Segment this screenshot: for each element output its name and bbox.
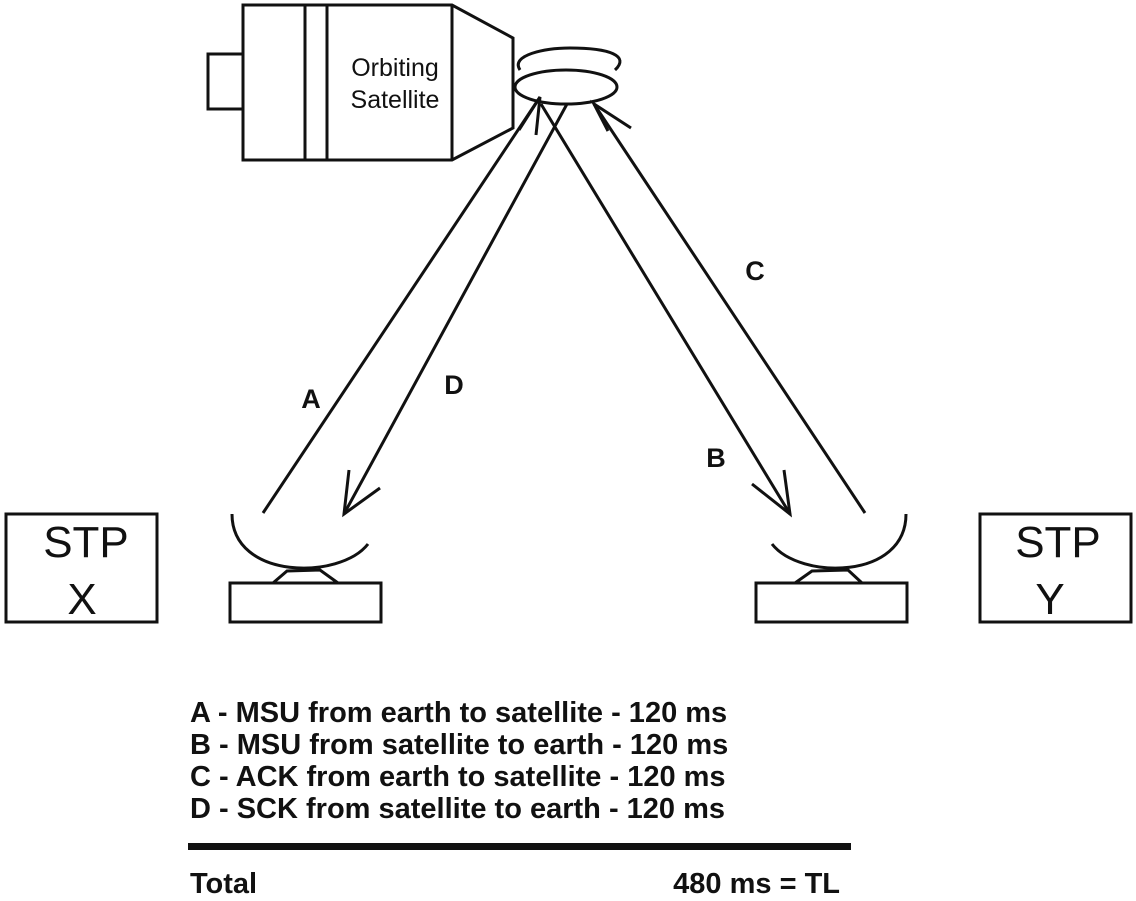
- legend-item-d: D - SCK from satellite to earth - 120 ms: [190, 793, 726, 825]
- path-c-label: C: [745, 256, 765, 286]
- stp-x-box: [4, 512, 159, 624]
- stp-y-box: [978, 512, 1133, 624]
- satellite-label-line1: Orbiting: [351, 54, 439, 82]
- path-b-label: B: [706, 443, 726, 473]
- satellite-body: [241, 3, 515, 162]
- total-row: Total 480 ms = TL: [190, 868, 850, 900]
- total-value: 480 ms = TL: [673, 868, 840, 900]
- legend-item-a: A - MSU from earth to satellite - 120 ms: [190, 697, 728, 729]
- satellite-label-line2: Satellite: [351, 86, 440, 114]
- satellite-dish-ring: [516, 46, 622, 72]
- path-c-arrow: [590, 99, 867, 514]
- satellite-dish: [513, 68, 619, 106]
- path-a-arrow: [261, 96, 542, 514]
- left-dish-mount: [272, 568, 339, 585]
- satellite-stub: [206, 52, 245, 111]
- path-a-label: A: [301, 384, 321, 414]
- right-dish-mount: [794, 568, 864, 585]
- stp-y-label-line1: STP: [1015, 518, 1101, 567]
- left-ground-station: [228, 513, 383, 624]
- legend-item-c: C - ACK from earth to satellite - 120 ms: [190, 761, 726, 793]
- left-dish-bowl: [230, 513, 370, 570]
- path-d-arrow: [342, 103, 569, 518]
- right-dish-bowl: [770, 513, 908, 570]
- left-station-base: [228, 581, 383, 624]
- path-d-label: D: [444, 370, 464, 400]
- legend-item-b: B - MSU from satellite to earth - 120 ms: [190, 729, 729, 761]
- total-label: Total: [190, 868, 258, 900]
- total-divider: [188, 843, 851, 850]
- stp-x-label-line1: STP: [43, 518, 129, 567]
- right-station-base: [754, 581, 909, 624]
- satellite: [206, 3, 622, 162]
- right-ground-station: [754, 513, 909, 624]
- stp-y-label-line2: Y: [1035, 575, 1064, 624]
- path-b-arrow: [539, 103, 792, 518]
- stp-x-label-line2: X: [67, 575, 96, 624]
